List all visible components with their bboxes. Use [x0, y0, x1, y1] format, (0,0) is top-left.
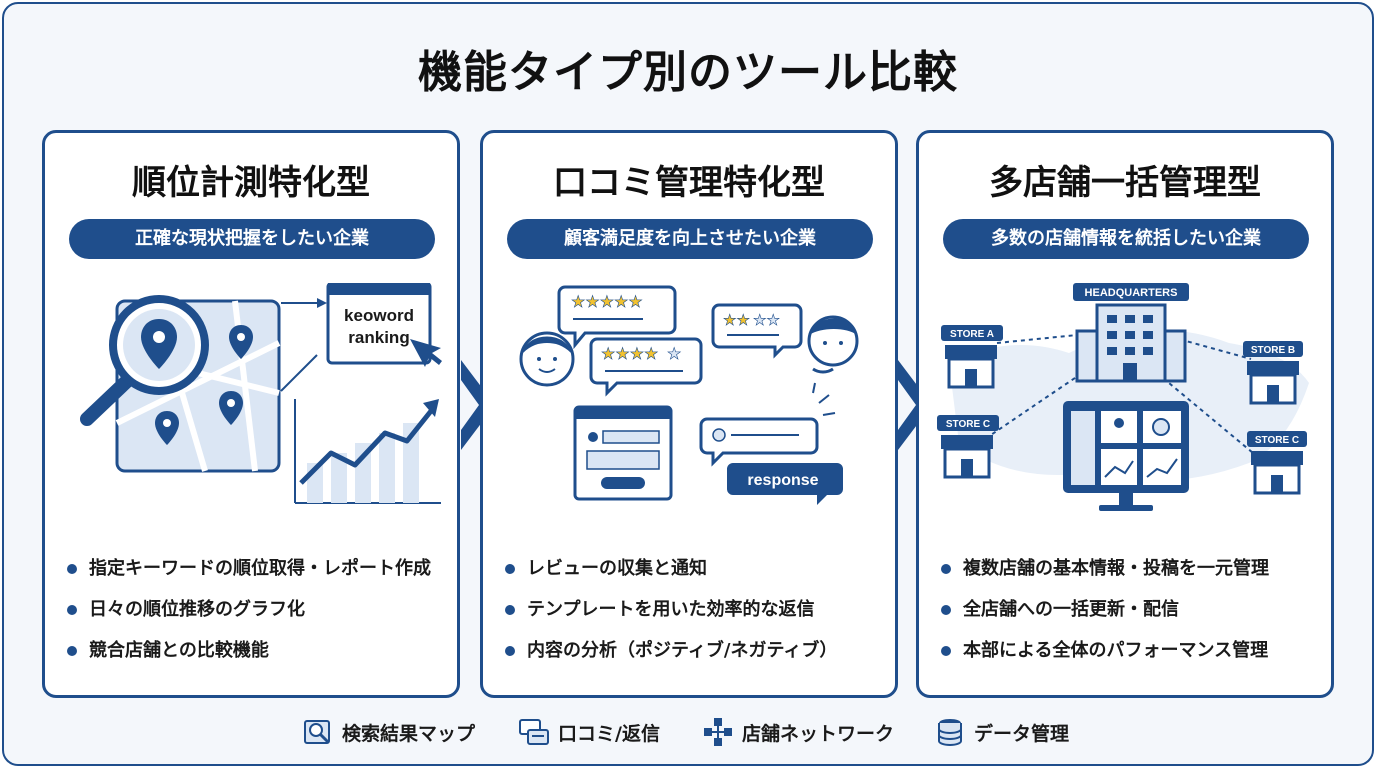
network-icon	[704, 718, 732, 746]
headquarters-building-icon: HEADQUARTERS	[1073, 283, 1189, 383]
feature-item: 複数店舗の基本情報・投稿を一元管理	[939, 553, 1329, 594]
review-bubble-4star: ★★★★ ★	[589, 337, 703, 397]
panel-title: 順位計測特化型	[132, 163, 370, 203]
panel-multi-store: 多店舗一括管理型 多数の店舗情報を統括したい企業 HEADQUARTERS ST	[916, 130, 1334, 698]
feature-list: 指定キーワードの順位取得・レポート作成 日々の順位推移のグラフ化 競合店舗との比…	[65, 553, 455, 676]
review-management-illustration: ★★★★★ ★★★★ ★ ★★ ★★	[519, 285, 859, 505]
panel-title: 口コミ管理特化型	[553, 163, 825, 203]
magnifier-icon	[80, 295, 209, 426]
panel-subtitle-pill: 正確な現状把握をしたい企業	[69, 219, 435, 259]
feature-item: 内容の分析（ポジティブ/ネガティブ）	[503, 635, 893, 676]
panel-review-management: 口コミ管理特化型 顧客満足度を向上させたい企業 ★★★★★ ★★★★ ★ ★★ …	[480, 130, 898, 698]
store-c-right-label: STORE C	[1255, 435, 1299, 446]
thinking-person-icon	[807, 315, 859, 374]
response-label: response	[747, 472, 818, 489]
dashboard-monitor-icon	[1063, 401, 1189, 511]
store-a-icon: STORE A	[941, 325, 1003, 389]
panel-title: 多店舗一括管理型	[989, 163, 1261, 203]
rank-tracking-illustration: keoword ranking	[80, 283, 442, 504]
store-c-left-label: STORE C	[946, 419, 990, 430]
database-icon	[938, 719, 962, 746]
customer-avatar-icon	[519, 331, 575, 387]
chat-icon	[519, 719, 549, 745]
growth-chart-icon	[294, 399, 441, 504]
keyword-window: keoword ranking	[280, 283, 442, 392]
legend-label: 口コミ/返信	[558, 722, 660, 745]
page-title: 機能タイプ別のツール比較	[418, 47, 958, 98]
map-search-icon	[304, 720, 330, 744]
keyword-text: keoword	[344, 306, 414, 325]
legend-label: 店舗ネットワーク	[742, 722, 895, 745]
feature-item: 本部による全体のパフォーマンス管理	[939, 635, 1329, 676]
review-form-window	[573, 405, 673, 501]
review-bubble-5star: ★★★★★	[557, 285, 677, 350]
cursor-icon	[410, 339, 442, 367]
panel-subtitle-pill: 多数の店舗情報を統括したい企業	[943, 219, 1309, 259]
legend-item-chat: 口コミ/返信	[518, 712, 660, 752]
store-c-left-icon: STORE C	[937, 415, 999, 479]
response-bubbles: response	[699, 382, 843, 505]
store-c-right-icon: STORE C	[1247, 431, 1307, 495]
svg-text:★★★★: ★★★★	[601, 344, 658, 363]
feature-item: 全店舗への一括更新・配信	[939, 594, 1329, 635]
chevron-right-icon	[461, 360, 495, 450]
review-bubble-2star: ★★ ★★	[711, 303, 803, 359]
chevron-right-icon	[898, 360, 932, 450]
legend-item-database: データ管理	[934, 712, 1069, 752]
svg-text:★★: ★★	[723, 311, 750, 329]
feature-list: 複数店舗の基本情報・投稿を一元管理 全店舗への一括更新・配信 本部による全体のパ…	[939, 553, 1329, 676]
feature-item: テンプレートを用いた効率的な返信	[503, 594, 893, 635]
legend-label: 検索結果マップ	[342, 722, 476, 745]
feature-item: 日々の順位推移のグラフ化	[65, 594, 455, 635]
store-network-illustration: HEADQUARTERS STORE A STORE B	[937, 283, 1309, 511]
feature-item: 指定キーワードの順位取得・レポート作成	[65, 553, 455, 594]
feature-item: レビューの収集と通知	[503, 553, 893, 594]
feature-list: レビューの収集と通知 テンプレートを用いた効率的な返信 内容の分析（ポジティブ/…	[503, 553, 893, 676]
svg-text:★★: ★★	[753, 311, 780, 329]
svg-text:★★★★★: ★★★★★	[571, 292, 643, 311]
ranking-text: ranking	[348, 328, 409, 347]
legend-label: データ管理	[974, 722, 1070, 745]
store-b-icon: STORE B	[1243, 341, 1303, 405]
svg-text:★: ★	[667, 344, 681, 363]
legend-item-network: 店舗ネットワーク	[702, 712, 894, 752]
store-b-label: STORE B	[1251, 345, 1295, 356]
panel-rank-tracking: 順位計測特化型 正確な現状把握をしたい企業 keoword ra	[42, 130, 460, 698]
store-a-label: STORE A	[950, 329, 994, 340]
feature-item: 競合店舗との比較機能	[65, 635, 455, 676]
panel-subtitle-pill: 顧客満足度を向上させたい企業	[507, 219, 873, 259]
legend-item-map-search: 検索結果マップ	[302, 712, 475, 752]
headquarters-label: HEADQUARTERS	[1085, 287, 1178, 299]
